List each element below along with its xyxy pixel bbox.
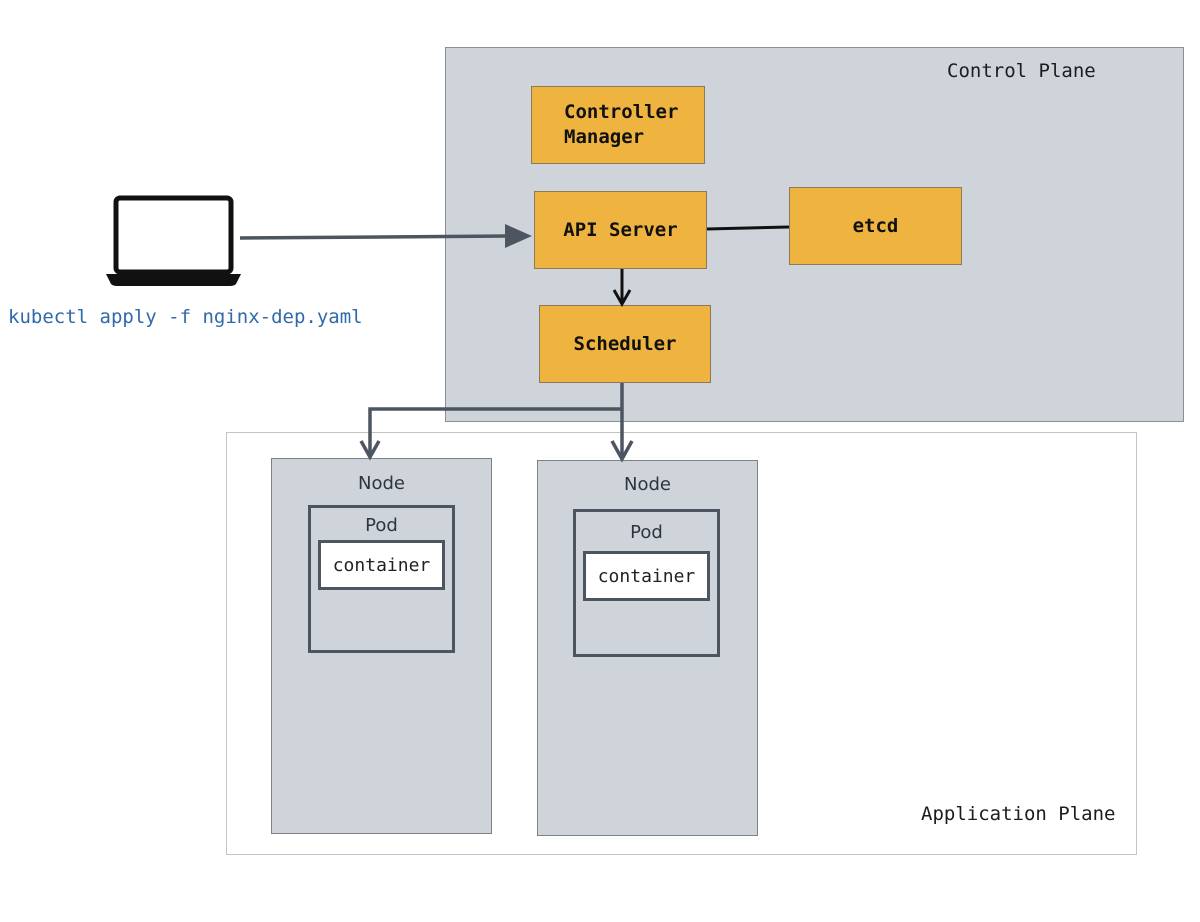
scheduler-box: Scheduler [539,305,711,383]
controller-manager-box: Controller Manager [531,86,705,164]
scheduler-to-nodes-lines [368,383,624,458]
node-label: Node [624,474,671,495]
api-to-etcd-line [706,225,790,231]
application-plane-label: Application Plane [921,803,1116,825]
node-label: Node [358,473,405,494]
kubectl-command: kubectl apply -f nginx-dep.yaml [8,306,363,328]
laptop-icon [106,195,241,286]
laptop-to-api-arrowhead [505,224,532,248]
etcd-box: etcd [789,187,962,265]
pod-label: Pod [630,522,663,543]
scheduler-to-node2-arrowhead [610,440,634,463]
api-server-label: API Server [563,218,678,241]
laptop-to-api-arrow [239,234,511,240]
container-box: container [318,540,445,590]
pod-label: Pod [365,515,398,536]
scheduler-label: Scheduler [573,332,677,355]
controller-manager-label: Controller Manager [564,101,679,148]
etcd-label: etcd [852,214,899,237]
api-server-box: API Server [534,191,707,269]
scheduler-to-node1-arrowhead [359,440,381,461]
api-to-scheduler-arrowhead [612,289,632,308]
container-box: container [583,551,710,601]
control-plane-label: Control Plane [947,60,1096,82]
